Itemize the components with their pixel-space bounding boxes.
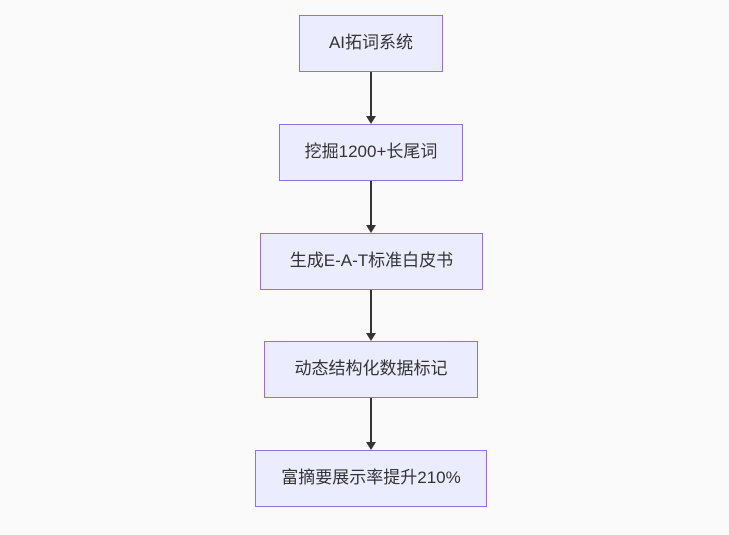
flow-arrow-4: [366, 398, 376, 450]
arrow-line: [370, 290, 372, 334]
node-label: 富摘要展示率提升210%: [281, 468, 461, 488]
flow-arrow-1: [366, 72, 376, 124]
arrow-head-down-icon: [366, 225, 376, 233]
node-label: AI拓词系统: [328, 33, 414, 53]
flow-node-mine-longtail-keywords: 挖掘1200+长尾词: [279, 124, 463, 181]
arrow-head-down-icon: [366, 333, 376, 341]
node-label: 动态结构化数据标记: [294, 359, 448, 379]
flow-arrow-2: [366, 181, 376, 233]
flow-arrow-3: [366, 290, 376, 341]
arrow-head-down-icon: [366, 442, 376, 450]
node-label: 挖掘1200+长尾词: [304, 142, 438, 162]
arrow-head-down-icon: [366, 116, 376, 124]
flow-node-rich-snippet-rate-up-210: 富摘要展示率提升210%: [255, 450, 487, 507]
arrow-line: [370, 72, 372, 117]
arrow-line: [370, 398, 372, 443]
node-label: 生成E-A-T标准白皮书: [289, 251, 454, 271]
flow-node-ai-word-expansion-system: AI拓词系统: [299, 15, 443, 72]
flow-node-dynamic-structured-data-markup: 动态结构化数据标记: [264, 341, 478, 398]
arrow-line: [370, 181, 372, 226]
flow-node-generate-eat-whitepaper: 生成E-A-T标准白皮书: [260, 233, 483, 290]
